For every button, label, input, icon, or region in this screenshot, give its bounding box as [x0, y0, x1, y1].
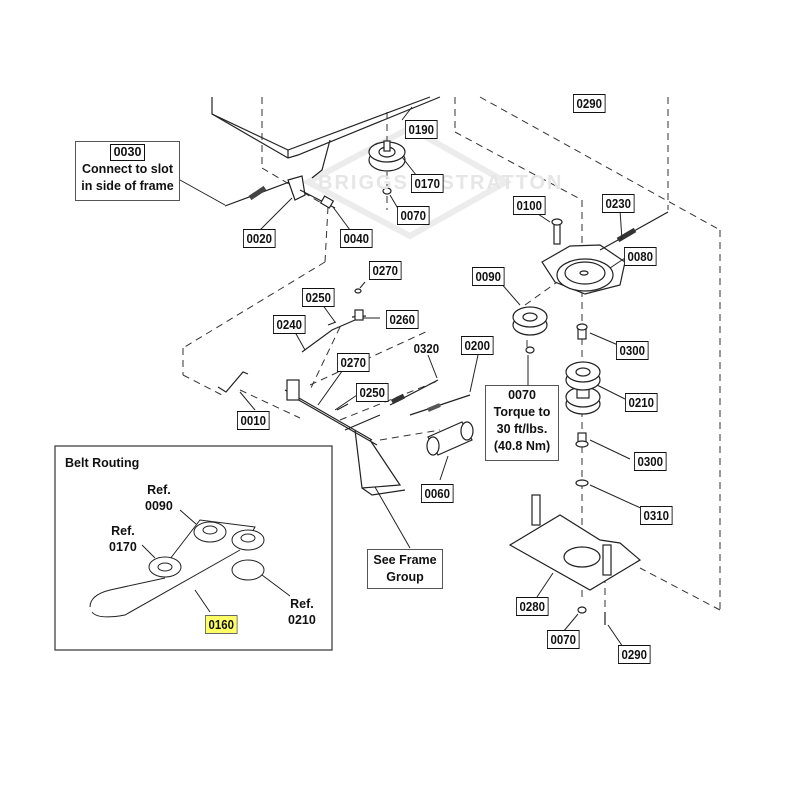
note-connect-line1: Connect to slot — [82, 162, 173, 176]
callout-0280[interactable]: 0280 — [516, 597, 549, 616]
callout-0070-a[interactable]: 0070 — [397, 206, 430, 225]
ref-label-0090[interactable]: Ref. 0090 — [145, 482, 173, 514]
callout-0030[interactable]: 0030 — [109, 144, 146, 161]
callout-0020[interactable]: 0020 — [243, 229, 276, 248]
callout-0100[interactable]: 0100 — [513, 196, 546, 215]
ref-0170-line1: Ref. — [111, 524, 135, 538]
callout-0290-b[interactable]: 0290 — [618, 645, 651, 664]
ref-0090-line1: Ref. — [147, 483, 171, 497]
note-frame-line1: See Frame — [373, 553, 437, 567]
callout-0080[interactable]: 0080 — [624, 247, 657, 266]
double-pulley-0210 — [565, 361, 601, 415]
idler-arm-0080 — [541, 218, 626, 295]
spring-0030 — [224, 177, 301, 207]
pedal-linkage — [217, 288, 471, 446]
callout-0170[interactable]: 0170 — [411, 174, 444, 193]
idler-pulley-0170 — [368, 140, 406, 195]
callout-0290-top[interactable]: 0290 — [573, 94, 606, 113]
note-see-frame-group[interactable]: See Frame Group — [367, 549, 443, 589]
ref-label-0210[interactable]: Ref. 0210 — [288, 596, 316, 628]
mounting-plate-0280 — [508, 494, 642, 625]
leader-lines — [179, 106, 646, 648]
callout-0300-a[interactable]: 0300 — [616, 341, 649, 360]
belt-routing-inset — [54, 445, 333, 651]
spacers-0300 — [575, 323, 589, 487]
ref-label-0170[interactable]: Ref. 0170 — [109, 523, 137, 555]
callout-0190[interactable]: 0190 — [405, 120, 438, 139]
callout-0090[interactable]: 0090 — [472, 267, 505, 286]
callout-0040[interactable]: 0040 — [340, 229, 373, 248]
callout-0210[interactable]: 0210 — [625, 393, 658, 412]
ref-0210-line1: Ref. — [290, 597, 314, 611]
note-torque-line3: (40.8 Nm) — [493, 439, 551, 453]
note-torque-line1: Torque to — [493, 405, 551, 419]
callout-0250-b[interactable]: 0250 — [356, 383, 389, 402]
ref-0090-line2: 0090 — [145, 499, 173, 513]
ref-0210-line2: 0210 — [288, 613, 316, 627]
pedal-pad-0060 — [426, 421, 474, 456]
note-torque: 0070 Torque to 30 ft/lbs. (40.8 Nm) — [485, 385, 559, 461]
note-connect-to-slot: 0030 Connect to slot in side of frame — [75, 141, 180, 201]
belt-routing-title: Belt Routing — [65, 456, 140, 470]
callout-0270-a[interactable]: 0270 — [369, 261, 402, 280]
callout-0010[interactable]: 0010 — [237, 411, 270, 430]
callout-0230[interactable]: 0230 — [602, 194, 635, 213]
callout-0070-b[interactable]: 0070 — [547, 630, 580, 649]
callout-0250-a[interactable]: 0250 — [302, 288, 335, 307]
callout-0300-b[interactable]: 0300 — [634, 452, 667, 471]
callout-0200[interactable]: 0200 — [461, 336, 494, 355]
note-frame-line2: Group — [386, 570, 424, 584]
callout-0270-b[interactable]: 0270 — [337, 353, 370, 372]
callout-0260[interactable]: 0260 — [386, 310, 419, 329]
callout-0070-torque[interactable]: 0070 — [508, 388, 536, 402]
belt-routing-drawing — [89, 509, 291, 618]
callout-0160-belt-highlighted[interactable]: 0160 — [205, 615, 238, 634]
mower-deck-frame — [211, 96, 441, 179]
callout-0310[interactable]: 0310 — [640, 506, 673, 525]
callout-0060[interactable]: 0060 — [421, 484, 454, 503]
pulley-0090 — [512, 306, 548, 354]
pedal-frame — [344, 414, 406, 496]
idler-bracket-0020 — [287, 175, 336, 209]
note-torque-line2: 30 ft/lbs. — [496, 422, 548, 436]
spring-0230 — [599, 211, 669, 251]
callout-0240[interactable]: 0240 — [273, 315, 306, 334]
callout-0320[interactable]: 0320 — [413, 341, 440, 356]
note-connect-line2: in side of frame — [81, 179, 174, 193]
ref-0170-line2: 0170 — [109, 540, 137, 554]
